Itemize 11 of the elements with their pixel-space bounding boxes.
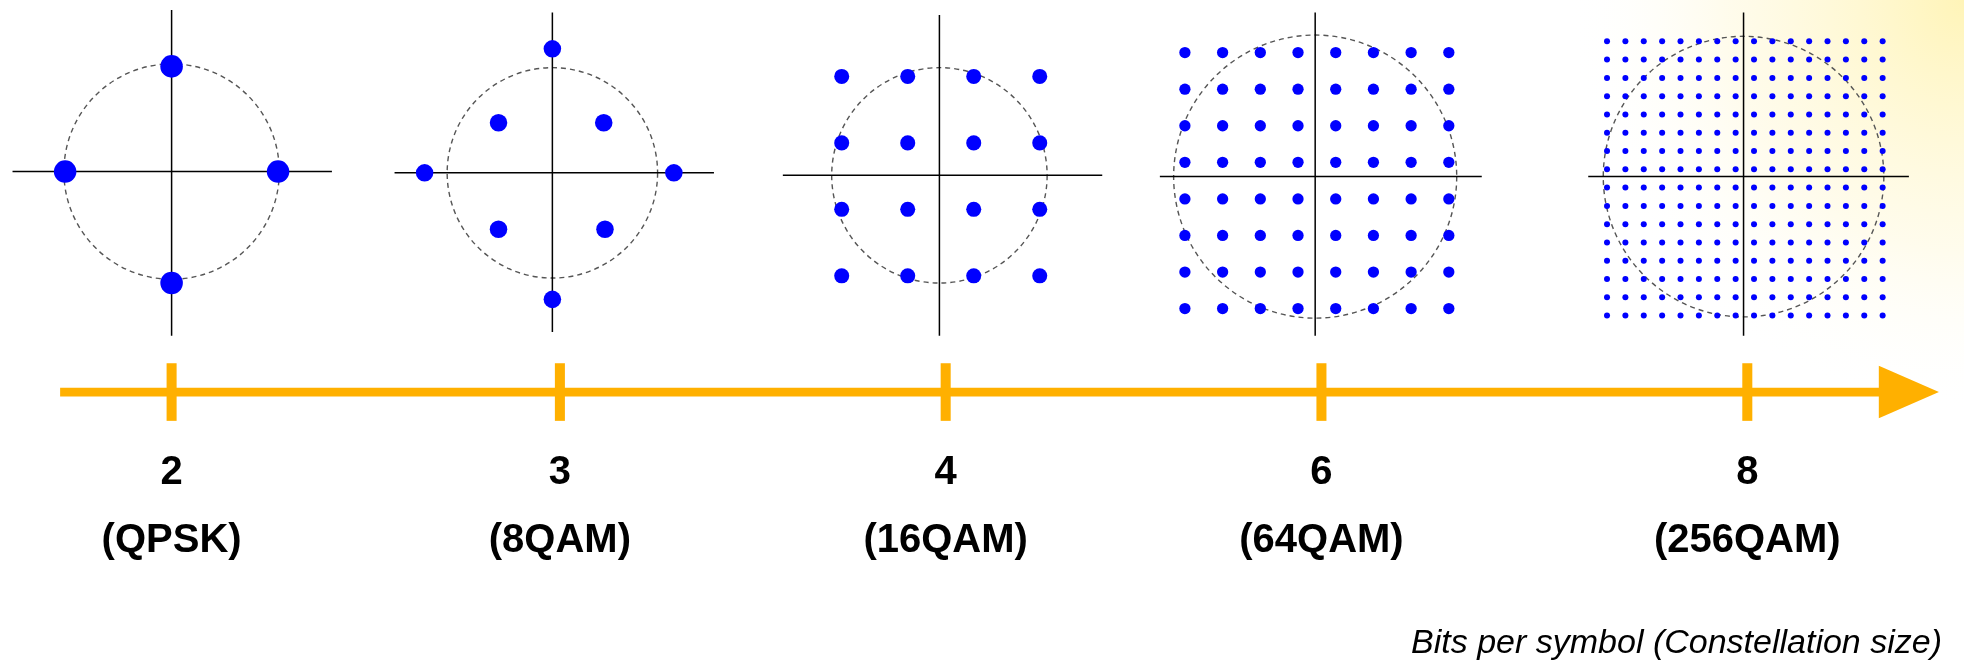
axis-title: Bits per symbol (Constellation size)	[1411, 624, 1942, 658]
bits-label: 2	[160, 450, 183, 490]
modulation-label: (8QAM)	[488, 518, 631, 558]
bits-label: 8	[1736, 450, 1759, 490]
bits-label: 3	[548, 450, 571, 490]
bits-label: 4	[934, 450, 957, 490]
modulation-label: (256QAM)	[1653, 518, 1841, 558]
modulation-label: (QPSK)	[101, 518, 242, 558]
bits-label: 6	[1310, 450, 1333, 490]
modulation-label: (64QAM)	[1239, 518, 1404, 558]
modulation-label: (16QAM)	[863, 518, 1028, 558]
